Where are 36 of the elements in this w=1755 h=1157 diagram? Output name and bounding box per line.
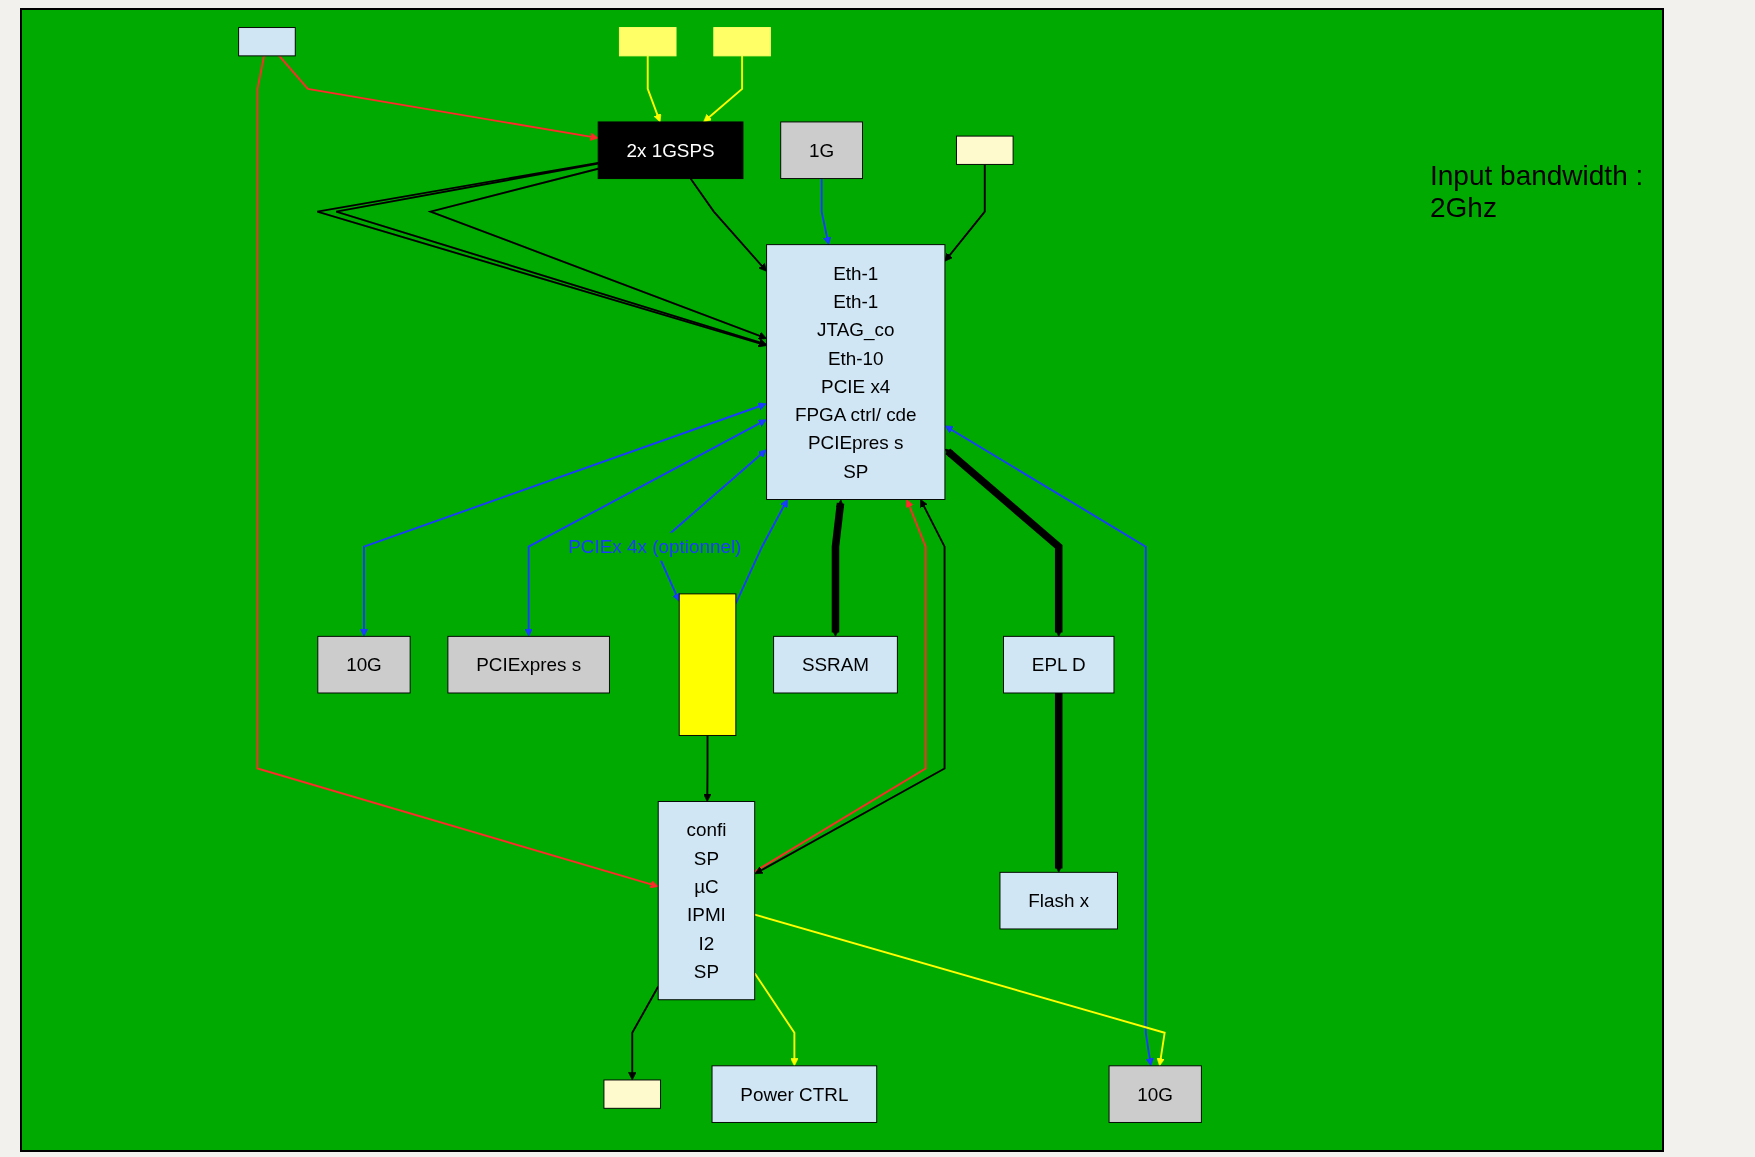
arrow xyxy=(646,54,662,123)
node-box: 10G xyxy=(317,635,411,694)
node-box xyxy=(618,27,677,57)
node-box: Power CTRL xyxy=(711,1065,878,1123)
node-box: Flash x xyxy=(999,871,1118,930)
node-box xyxy=(956,135,1014,165)
arrow xyxy=(944,425,1154,1067)
node-box xyxy=(713,27,771,57)
node-box xyxy=(603,1079,662,1109)
node-box: 1G xyxy=(780,121,863,180)
arrow xyxy=(703,734,712,802)
arrow xyxy=(256,54,659,889)
arrow xyxy=(703,54,744,123)
arrow xyxy=(944,448,1063,637)
node-box: Eth-1 Eth-1 JTAG_co Eth-10 PCIE x4 FPGA ctrl/ cde PCIEpres s SP xyxy=(766,244,946,500)
arrow xyxy=(689,177,767,272)
node-box: EPL D xyxy=(1003,635,1115,694)
node-box xyxy=(238,27,296,57)
note-text: Input bandwidth : 2Ghz xyxy=(1430,160,1645,224)
arrow xyxy=(628,985,660,1081)
node-box: 10G xyxy=(1108,1065,1202,1123)
arrow xyxy=(278,54,599,141)
arrow xyxy=(753,972,799,1067)
arrow xyxy=(1054,693,1063,873)
arrow xyxy=(820,177,832,245)
arrow xyxy=(734,499,788,605)
node-box: PCIExpres s xyxy=(447,635,610,694)
node-box: 2x 1GSPS xyxy=(597,121,744,180)
arrow xyxy=(831,499,845,637)
edge-label: PCIEx 4x (optionnel) xyxy=(568,536,742,558)
node-box: SSRAM xyxy=(773,635,898,694)
node-bar xyxy=(678,593,737,736)
arrow xyxy=(753,913,1166,1067)
arrow xyxy=(427,167,767,340)
node-box: confi SP µC IPMI I2 SP xyxy=(657,801,756,1001)
arrow xyxy=(944,163,986,262)
